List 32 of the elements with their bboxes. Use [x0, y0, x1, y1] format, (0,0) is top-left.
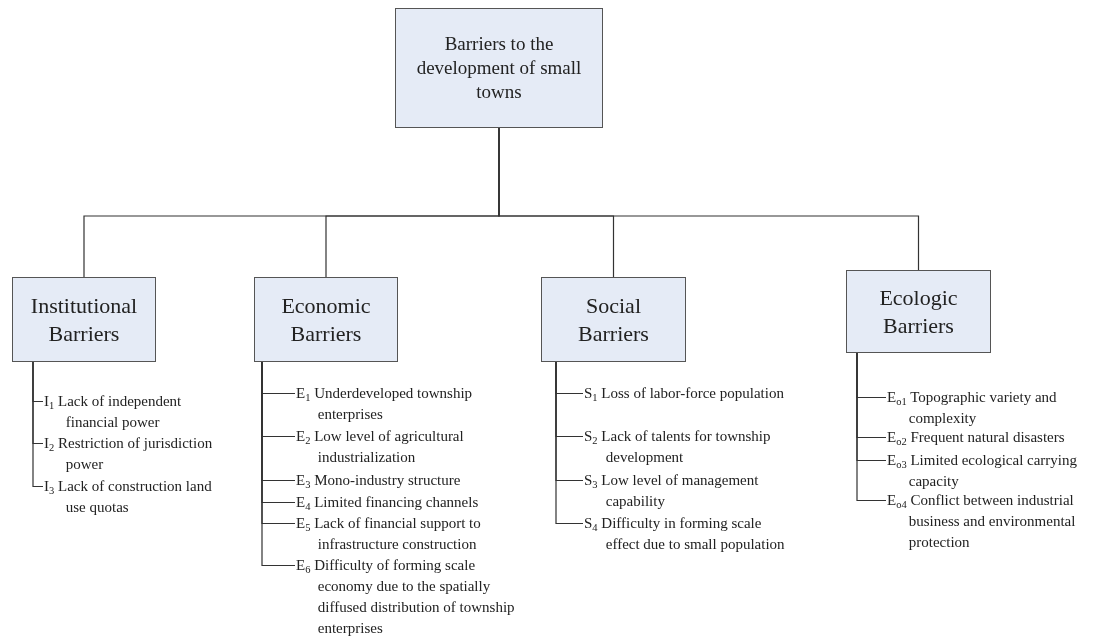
root-box	[395, 8, 603, 128]
connector-line	[32, 361, 44, 488]
box-title: Institutional Barriers	[29, 291, 139, 348]
box-title: Social Barriers	[577, 291, 650, 348]
connector-line	[498, 127, 920, 271]
barrier-item: I$_{2}$ Restriction of jurisdiction power	[44, 432, 219, 475]
category-box	[12, 277, 156, 362]
box-title: Barriers to the development of small towns	[415, 32, 583, 104]
category-box	[254, 277, 398, 362]
barrier-item: E$_{o1}$ Topographic variety and complexity	[887, 386, 1107, 429]
barrier-item: E$_{2}$ Low level of agricultural industrialization	[296, 425, 531, 468]
barrier-item: E$_{o3}$ Limited ecological carrying capacity	[887, 449, 1107, 492]
connector-line	[555, 361, 584, 525]
barrier-item: S$_{4}$ Difficulty in forming scale effect due to small population	[584, 512, 789, 555]
barrier-item: I$_{3}$ Lack of construction land use quotas	[44, 475, 219, 518]
connector-line	[856, 352, 887, 502]
category-box	[541, 277, 686, 362]
barrier-item: E$_{1}$ Underdeveloped township enterprises	[296, 382, 531, 425]
box-title: Economic Barriers	[280, 291, 372, 348]
barrier-item: E$_{3}$ Mono-industry structure	[296, 469, 531, 491]
box-title: Ecologic Barriers	[878, 283, 959, 340]
barrier-item: E$_{o4}$ Conflict between industrial business and environmental protection	[887, 489, 1107, 553]
barrier-item: E$_{4}$ Limited financing channels	[296, 491, 531, 513]
barrier-item: S$_{3}$ Low level of management capability	[584, 469, 789, 512]
barrier-item: S$_{1}$ Loss of labor-force population	[584, 382, 789, 404]
connector-line	[261, 361, 296, 567]
barrier-item: E$_{5}$ Lack of financial support to infrastructure construction	[296, 512, 531, 555]
barrier-item: E$_{6}$ Difficulty of forming scale economy due to the spatially diffused distribution of township enterprises	[296, 554, 531, 639]
barrier-item: S$_{2}$ Lack of talents for township development	[584, 425, 789, 468]
barrier-item: I$_{1}$ Lack of independent financial power	[44, 390, 219, 433]
category-box	[846, 270, 991, 353]
barrier-item: E$_{o2}$ Frequent natural disasters	[887, 426, 1107, 448]
